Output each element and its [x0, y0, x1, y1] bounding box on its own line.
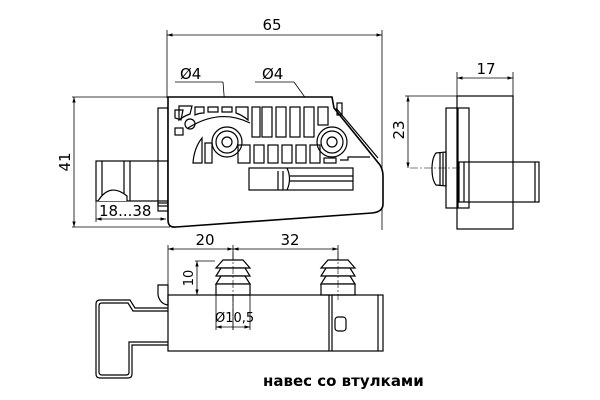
bottom-hook: [95, 299, 168, 379]
dim-label-hole-right: Ø4: [262, 65, 283, 83]
bottom-body: [167, 294, 384, 352]
slider: [248, 167, 354, 191]
main-body: [167, 96, 384, 228]
dimension-height-23: 23: [390, 95, 457, 168]
side-view: 17 23: [390, 60, 540, 230]
dowel-right: [319, 252, 357, 300]
dim-label-10: 10: [182, 270, 197, 287]
hook-adjuster: [95, 160, 169, 212]
dim-label-32: 32: [280, 231, 299, 249]
dim-label-adjust: 18...38: [99, 202, 151, 220]
dim-label-41: 41: [56, 152, 74, 171]
dim-label-dowel-diameter: Ø10,5: [215, 311, 254, 326]
dimension-adjust: 18...38: [95, 201, 166, 222]
hole-left: [211, 126, 243, 158]
dimension-dowel-length-10: 10: [182, 260, 215, 295]
dimension-width-17: 17: [456, 60, 514, 96]
dim-label-23: 23: [390, 120, 408, 139]
dim-label-17: 17: [476, 60, 495, 78]
dim-label-20: 20: [195, 231, 214, 249]
hole-right: [316, 126, 348, 158]
side-dowel: [431, 151, 447, 187]
dimension-height-41: 41: [56, 96, 170, 228]
dim-label-hole-left: Ø4: [180, 65, 201, 83]
front-view: 65 41 Ø4 Ø4: [56, 16, 384, 230]
bottom-screw: [334, 316, 347, 332]
dimension-dowel-diameter: Ø10,5: [215, 295, 254, 330]
ribs: [174, 105, 370, 164]
bottom-tab: [157, 284, 169, 306]
drawing-caption: навес со втулками: [263, 372, 424, 390]
mount-plate: [157, 107, 169, 207]
dim-label-65: 65: [262, 16, 281, 34]
side-cylinder: [458, 161, 540, 203]
bottom-view: 20 32 10: [95, 231, 384, 379]
